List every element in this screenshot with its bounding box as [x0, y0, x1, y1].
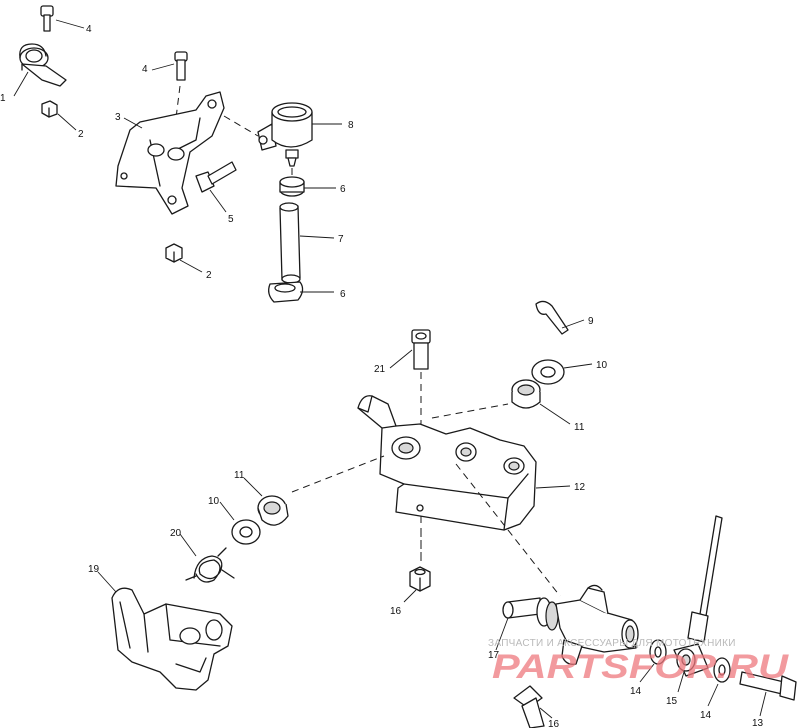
callout-14: 14	[630, 686, 642, 697]
part-14-washer-right	[713, 657, 731, 683]
callout-1: 1	[0, 93, 6, 104]
callout-21: 21	[374, 364, 386, 375]
part-6-hose-clamp-upper	[279, 176, 305, 197]
part-2-nut-lower	[165, 243, 183, 263]
callout-16: 16	[548, 719, 560, 728]
part-19-pedal	[111, 587, 233, 691]
part-2-nut-top	[41, 100, 58, 118]
part-11-bushing-upper	[511, 379, 541, 409]
part-11-bushing-lower	[257, 495, 289, 526]
part-10-washer-lower	[231, 519, 261, 545]
part-10-washer-upper	[531, 359, 565, 385]
watermark-tagline: ЗАПЧАСТИ И АКСЕССУАРЫ ДЛЯ МОТОТЕХНИКИ	[488, 638, 736, 649]
part-4-bolt-bracket	[174, 51, 188, 81]
callout-10: 10	[208, 496, 220, 507]
callout-9: 9	[588, 316, 594, 327]
callout-13: 13	[752, 718, 764, 728]
part-6-hose-clamp-lower	[268, 281, 304, 303]
part-7-hose	[279, 202, 301, 284]
brake-rod	[687, 515, 723, 643]
callout-20: 20	[170, 528, 182, 539]
callout-11: 11	[574, 422, 585, 433]
callout-8: 8	[348, 120, 354, 131]
watermark-logo: PARTSFOR.RU	[492, 648, 790, 686]
callout-6: 6	[340, 184, 346, 195]
part-13-bolt	[739, 671, 797, 701]
part-14-washer-left	[649, 639, 667, 665]
callout-10: 10	[596, 360, 608, 371]
callout-2: 2	[78, 129, 84, 140]
callout-16: 16	[390, 606, 402, 617]
part-16-bolt-bottom	[513, 685, 545, 728]
leader-lines	[13, 19, 767, 719]
callout-6: 6	[340, 289, 346, 300]
callout-3: 3	[115, 112, 121, 123]
part-12-pedal-bracket	[357, 395, 537, 531]
part-4-bolt-top	[40, 5, 54, 32]
part-5-bolt	[195, 161, 237, 193]
callout-11: 11	[234, 470, 245, 481]
part-16-nut-center	[409, 566, 431, 592]
callout-5: 5	[228, 214, 234, 225]
callout-4: 4	[86, 24, 92, 35]
part-9-cotter-pin	[535, 300, 569, 335]
callout-12: 12	[574, 482, 586, 493]
callout-14: 14	[700, 710, 712, 721]
part-3-bracket	[115, 91, 225, 215]
callout-2: 2	[206, 270, 212, 281]
watermark: ЗАПЧАСТИ И АКСЕССУАРЫ ДЛЯ МОТОТЕХНИКИ PA…	[488, 638, 790, 686]
part-15-clevis	[673, 643, 709, 677]
callout-15: 15	[666, 696, 678, 707]
callout-4: 4	[142, 64, 148, 75]
part-20-spring	[185, 547, 235, 583]
callout-numbers: 4 1 2 4 3 8 5 6 7 2 6 9 10 21 11 12 11 1…	[0, 24, 764, 728]
part-21-bolt	[411, 329, 431, 370]
callout-19: 19	[88, 564, 100, 575]
callout-17: 17	[488, 650, 500, 661]
part-8-reservoir	[257, 102, 313, 167]
part-1-clamp	[19, 43, 67, 87]
part-17-master-cylinder	[502, 584, 639, 665]
callout-7: 7	[338, 234, 344, 245]
